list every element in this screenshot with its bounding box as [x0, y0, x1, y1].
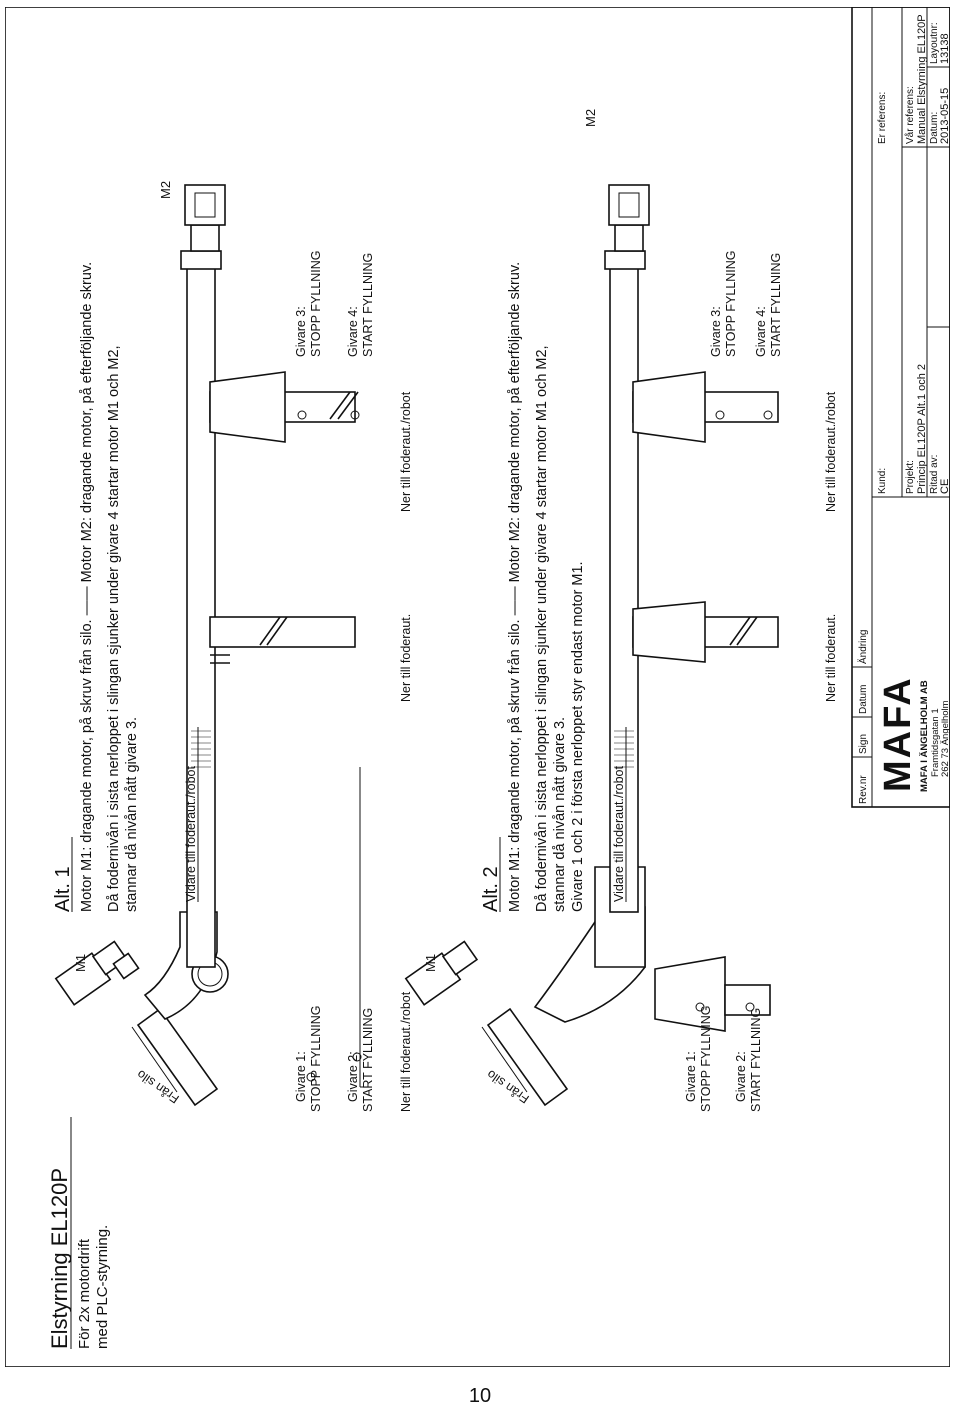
alt1-givare4-name: Givare 4:	[346, 306, 360, 357]
alt1-spiral-hatch	[191, 730, 211, 768]
alt1-motor-m2	[184, 184, 226, 252]
tb-var-ref-label: Vår referens:	[904, 86, 916, 144]
alt2-heading: Alt. 2	[480, 866, 502, 912]
tb-er-ref-label: Er referens:	[877, 92, 888, 144]
rotated-drawing: Elstyrning EL120P För 2x motordrift med …	[5, 7, 950, 1367]
alt2-givare4-name: Givare 4:	[754, 306, 768, 357]
alt2-down-label-1: Ner till foderaut.	[824, 614, 838, 702]
tb-ritad-label: Ritad av:	[929, 455, 940, 494]
sheet-border	[5, 7, 950, 1367]
alt2-text-line1: Motor M1: dragande motor, på skruv från …	[507, 262, 523, 912]
alt2-givare3-name: Givare 3:	[709, 306, 723, 357]
drawing-canvas: Elstyrning EL120P För 2x motordrift med …	[5, 7, 950, 1367]
alt2-motor-m1-label: M1	[423, 954, 438, 972]
alt1-givare4-action: START FYLLNING	[361, 253, 375, 357]
tb-kund-label: Kund:	[877, 468, 888, 494]
tb-datum-value: 2013-05-15	[939, 88, 950, 144]
alt2-givare1-action: STOPP FYLLNING	[699, 1005, 713, 1112]
alt1-drawing: Från silo M1	[54, 181, 365, 1107]
alt2-givare4-action: START FYLLNING	[769, 253, 783, 357]
alt2-spiral-hatch	[614, 730, 634, 768]
page-number: 10	[468, 1385, 492, 1407]
title-subline-1: För 2x motordrift	[76, 1238, 93, 1349]
tb-sign: Sign	[858, 734, 869, 754]
alt2-motor-m2-label: M2	[583, 109, 598, 127]
alt1-text-line3: stannar då nivån nått givare 3.	[124, 717, 140, 912]
alt2-givare1-name: Givare 1:	[684, 1051, 698, 1102]
title-block	[851, 7, 950, 808]
tb-projekt-value: Princip EL120P Alt.1 och 2	[916, 364, 928, 494]
alt2-givare3-action: STOPP FYLLNING	[724, 250, 738, 357]
alt2-silo-pipe	[486, 1007, 569, 1107]
alt1-givare2-action: START FYLLNING	[361, 1008, 375, 1112]
tb-datum-label: Datum:	[929, 112, 940, 144]
alt1-forward-label: Vidare till foderaut./robot	[184, 766, 198, 902]
tb-layout-value: 13138	[939, 33, 950, 64]
alt2-down-label-2: Ner till foderaut./robot	[824, 391, 838, 512]
alt1-silo-flow-line	[131, 1026, 178, 1093]
tb-company: MAFA I ÄNGELHOLM AB	[919, 680, 930, 792]
alt2-forward-label: Vidare till foderaut./robot	[612, 766, 626, 902]
tb-projekt-label: Projekt:	[905, 460, 916, 494]
tb-street: Framtidsgatan 1	[930, 708, 941, 777]
tb-rev-nr: Rev.nr	[858, 775, 869, 804]
alt2-motor-m2	[608, 184, 650, 252]
alt2-givare2-action: START FYLLNING	[749, 1008, 763, 1112]
tb-datum-col: Datum	[858, 685, 869, 714]
tb-var-ref-value: Manual Elstyrning EL120P	[916, 14, 928, 144]
alt1-motor-m1-label: M1	[73, 954, 88, 972]
alt2-text-line2: Då fodernivån i sista nerloppet i slinga…	[534, 345, 550, 912]
tb-city: 262 73 Ängelholm	[940, 700, 950, 777]
alt2-drawing: Från silo M1	[404, 109, 779, 1107]
alt1-text-line2: Då fodernivån i sista nerloppet i slinga…	[106, 345, 122, 912]
alt1-motor-m1	[54, 940, 140, 1006]
alt1-givare3-action: STOPP FYLLNING	[309, 250, 323, 357]
alt1-outlet-1	[209, 616, 356, 648]
alt1-givare2-name: Givare 2:	[346, 1051, 360, 1102]
alt1-down-label-1: Ner till foderaut./robot	[399, 991, 413, 1112]
alt1-down-label-3: Ner till foderaut./robot	[399, 391, 413, 512]
title-subline-2: med PLC-styrning.	[94, 1225, 111, 1349]
alt1-down-label-2: Ner till foderaut.	[399, 614, 413, 702]
alt1-givare1-action: STOPP FYLLNING	[309, 1005, 323, 1112]
alt1-givare1-name: Givare 1:	[294, 1051, 308, 1102]
tb-andring: Ändring	[857, 630, 869, 664]
alt1-heading: Alt. 1	[52, 866, 74, 912]
tb-logo: MAFA	[877, 676, 919, 792]
tb-ritad-value: CE	[939, 479, 950, 494]
alt2-outlet-first	[654, 956, 726, 1032]
alt1-motor-m2-label: M2	[158, 181, 173, 199]
drawing-title: Elstyrning EL120P	[47, 1168, 72, 1349]
alt2-text-line4: Givare 1 och 2 i första nerloppet styr e…	[570, 561, 586, 912]
alt1-text-line1: Motor M1: dragande motor, på skruv från …	[79, 262, 95, 912]
alt2-motor-m1	[404, 940, 479, 1006]
alt2-text-line3: stannar då nivån nått givare 3.	[552, 717, 568, 912]
alt2-givare2-name: Givare 2:	[734, 1051, 748, 1102]
alt1-silo-pipe	[136, 1007, 219, 1107]
alt1-givare3-name: Givare 3:	[294, 306, 308, 357]
tb-layout-label: Layoutnr:	[929, 22, 940, 64]
